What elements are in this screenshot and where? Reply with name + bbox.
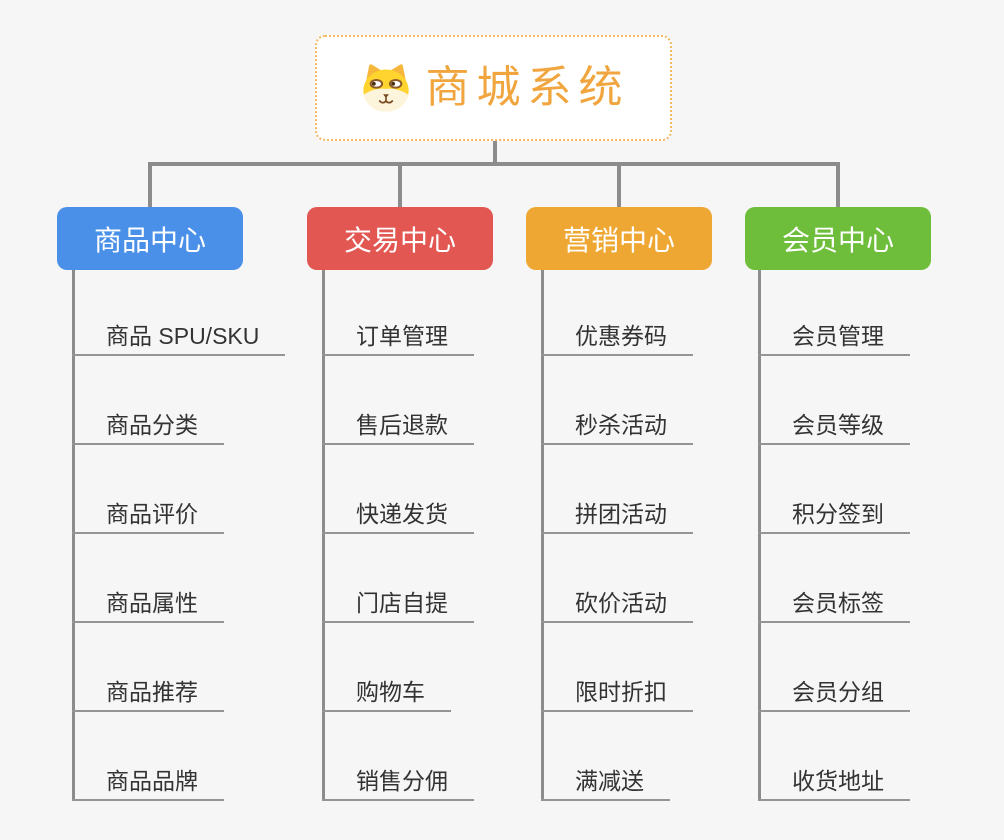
leaf-node-bargain-activity[interactable]: 砍价活动 xyxy=(541,591,693,623)
leaf-node-product-recommend[interactable]: 商品推荐 xyxy=(72,680,224,712)
leaf-node-full-reduction[interactable]: 满减送 xyxy=(541,769,670,801)
leaf-node-member-level[interactable]: 会员等级 xyxy=(758,413,910,445)
leaf-node-product-review[interactable]: 商品评价 xyxy=(72,502,224,534)
branch-node-trade-center[interactable]: 交易中心 xyxy=(307,207,493,270)
connector-spine-product-center xyxy=(72,270,75,801)
leaf-node-order-management[interactable]: 订单管理 xyxy=(322,324,474,356)
leaf-node-member-group[interactable]: 会员分组 xyxy=(758,680,910,712)
leaf-node-store-pickup[interactable]: 门店自提 xyxy=(322,591,474,623)
dog-face-icon xyxy=(358,62,414,114)
branch-node-marketing-center[interactable]: 营销中心 xyxy=(526,207,712,270)
leaf-node-group-buy[interactable]: 拼团活动 xyxy=(541,502,693,534)
branch-node-member-center[interactable]: 会员中心 xyxy=(745,207,931,270)
connector-drop-member-center xyxy=(836,162,840,207)
leaf-node-flash-sale[interactable]: 秒杀活动 xyxy=(541,413,693,445)
connector-spine-marketing-center xyxy=(541,270,544,801)
leaf-node-product-brand[interactable]: 商品品牌 xyxy=(72,769,224,801)
root-node-label: 商城系统 xyxy=(425,63,630,112)
root-node-mall-system[interactable]: 商城系统 xyxy=(315,35,672,141)
leaf-node-limited-time-discount[interactable]: 限时折扣 xyxy=(541,680,693,712)
leaf-node-after-sale-refund[interactable]: 售后退款 xyxy=(322,413,474,445)
leaf-node-product-spu-sku[interactable]: 商品 SPU/SKU xyxy=(72,324,286,356)
connector-drop-marketing-center xyxy=(617,162,621,207)
leaf-node-shipping-address[interactable]: 收货地址 xyxy=(758,769,910,801)
leaf-node-member-management[interactable]: 会员管理 xyxy=(758,324,910,356)
connector-spine-trade-center xyxy=(322,270,325,801)
leaf-node-product-category[interactable]: 商品分类 xyxy=(72,413,224,445)
connector-horizontal-bar xyxy=(148,162,840,166)
connector-drop-trade-center xyxy=(398,162,402,207)
branch-node-product-center[interactable]: 商品中心 xyxy=(57,207,243,270)
connector-drop-product-center xyxy=(148,162,152,207)
leaf-node-points-checkin[interactable]: 积分签到 xyxy=(758,502,910,534)
leaf-node-product-attribute[interactable]: 商品属性 xyxy=(72,591,224,623)
connector-spine-member-center xyxy=(758,270,761,801)
leaf-node-express-delivery[interactable]: 快递发货 xyxy=(322,502,474,534)
connector-root-stem xyxy=(493,141,497,165)
leaf-node-sales-commission[interactable]: 销售分佣 xyxy=(322,769,474,801)
leaf-node-coupon-code[interactable]: 优惠券码 xyxy=(541,324,693,356)
leaf-node-shopping-cart[interactable]: 购物车 xyxy=(322,680,451,712)
leaf-node-member-tag[interactable]: 会员标签 xyxy=(758,591,910,623)
